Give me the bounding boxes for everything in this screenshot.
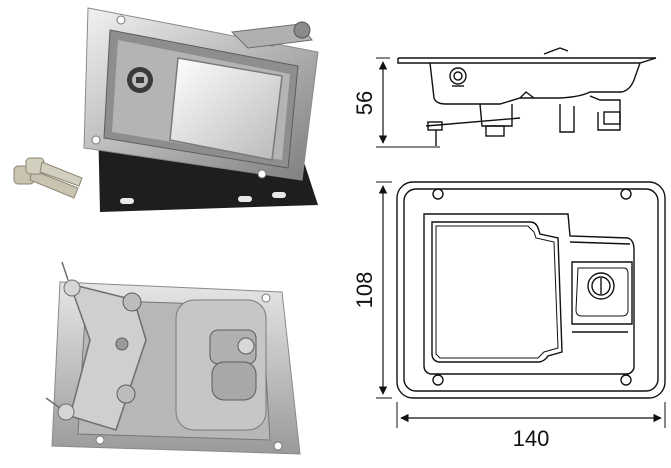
photo-latch-front <box>13 7 319 212</box>
width-front-label: 140 <box>513 426 550 451</box>
latch-arm <box>230 23 313 49</box>
front-view-drawing <box>396 181 666 399</box>
width-dim-front: 140 <box>396 402 666 451</box>
cam-outline <box>559 104 575 133</box>
mounting-hole <box>257 169 267 179</box>
gasket-slot <box>238 196 252 202</box>
gasket-slot <box>272 192 286 198</box>
lock-circle <box>587 272 615 300</box>
cam-screw-icon <box>237 337 255 355</box>
mounting-hole <box>620 374 632 386</box>
lock-housing <box>571 261 633 325</box>
lock-circle <box>449 67 467 85</box>
rod-end <box>57 403 75 421</box>
pivot-bolt <box>116 384 136 404</box>
mounting-hole <box>432 188 444 200</box>
mounting-hole <box>273 441 283 451</box>
mounting-hole <box>95 435 105 445</box>
pivot-bolt <box>115 337 129 351</box>
lock-body <box>211 361 257 401</box>
flange-outline <box>396 181 666 399</box>
pivot-bolt <box>122 292 142 312</box>
paddle-handle <box>169 57 283 161</box>
rod-end <box>63 279 81 297</box>
keys-icon <box>13 157 83 199</box>
pan-outline <box>423 213 635 375</box>
side-view-drawing <box>397 47 657 146</box>
gasket-slot <box>120 198 134 204</box>
height-dim-front: 108 <box>352 181 392 399</box>
mounting-hole <box>432 374 444 386</box>
handle-outline <box>431 221 563 363</box>
mounting-hole <box>620 188 632 200</box>
mounting-hole <box>91 135 101 145</box>
photo-latch-rear <box>45 261 301 455</box>
mounting-hole <box>261 293 271 303</box>
latch-bracket <box>479 103 513 127</box>
height-side-label: 56 <box>352 91 377 115</box>
height-dim-side: 56 <box>352 57 440 148</box>
pan-outline <box>429 62 641 105</box>
mounting-hole <box>116 15 126 25</box>
height-front-label: 108 <box>352 272 377 309</box>
